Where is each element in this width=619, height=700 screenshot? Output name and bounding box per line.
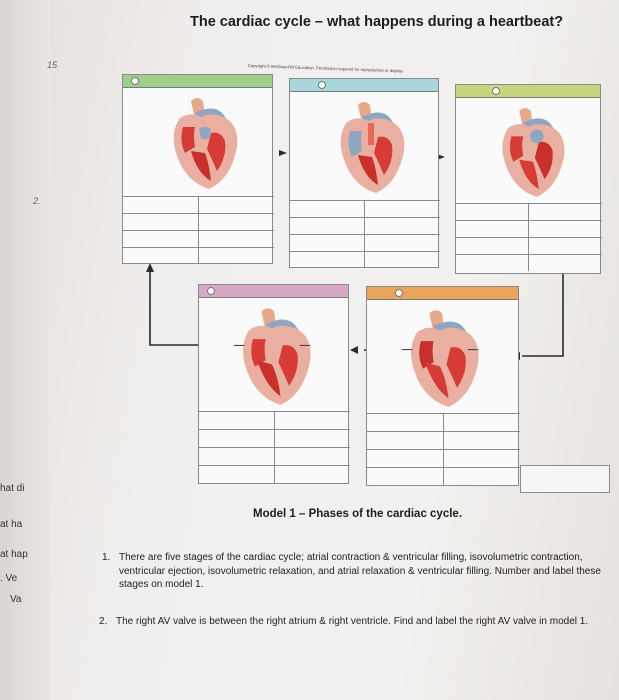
question-number: 2. — [99, 616, 108, 627]
heart-illustration — [173, 98, 238, 189]
edge-fragment: at hap — [0, 549, 28, 560]
model-caption: Model 1 – Phases of the cardiac cycle. — [253, 508, 463, 520]
question-text: There are five stages of the cardiac cyc… — [119, 552, 601, 590]
cardiac-phase-panel — [365, 286, 520, 486]
table-row[interactable] — [197, 430, 350, 448]
edge-fragment: hat di — [0, 483, 25, 494]
question-2: 2. The right AV valve is between the rig… — [99, 615, 610, 629]
table-row[interactable] — [454, 221, 602, 238]
step-marker — [131, 77, 139, 85]
cardiac-phase-panel — [121, 74, 274, 264]
edge-fragment: at ha — [0, 519, 23, 530]
heart-illustration — [340, 102, 405, 193]
question-1: 1. There are five stages of the cardiac … — [102, 551, 609, 592]
step-marker — [318, 81, 326, 89]
question-text: The right AV valve is between the right … — [116, 616, 589, 627]
table-row[interactable] — [365, 414, 520, 432]
table-row[interactable] — [366, 468, 520, 485]
panel-header — [123, 75, 272, 88]
table-row[interactable] — [197, 412, 350, 430]
panel-header — [367, 287, 518, 300]
table-row[interactable] — [454, 238, 602, 255]
page-title: The cardiac cycle – what happens during … — [190, 14, 564, 30]
table-row[interactable] — [365, 450, 520, 468]
table-row[interactable] — [197, 448, 350, 466]
table-row[interactable] — [121, 214, 274, 231]
label-table — [121, 196, 274, 264]
cardiac-phase-panel — [454, 84, 602, 274]
step-marker — [492, 87, 500, 95]
heart-illustration — [233, 308, 311, 405]
adjacent-page-edge: hat di at ha at hap . Ve Va — [0, 0, 50, 700]
label-table — [365, 413, 520, 485]
table-row[interactable] — [288, 235, 440, 252]
panel-header — [199, 285, 348, 298]
edge-fragment: . Ve — [0, 573, 18, 584]
question-number: 1. — [102, 552, 111, 563]
label-table — [454, 203, 602, 271]
heart-illustration — [401, 310, 479, 407]
table-row[interactable] — [288, 201, 440, 218]
panel-header — [290, 79, 438, 92]
step-marker — [395, 289, 403, 297]
label-table — [197, 411, 350, 483]
panel-header — [456, 85, 600, 98]
cardiac-phase-panel — [197, 284, 350, 484]
table-row[interactable] — [289, 252, 440, 268]
step-marker — [207, 287, 215, 295]
extra-label-box[interactable] — [520, 465, 610, 493]
margin-number: 15 — [47, 60, 58, 70]
heart-illustration — [502, 108, 565, 197]
label-table — [288, 200, 440, 268]
margin-number: 2. — [33, 196, 41, 206]
table-row[interactable] — [454, 204, 602, 221]
table-row[interactable] — [288, 218, 440, 235]
table-row[interactable] — [365, 432, 520, 450]
table-row[interactable] — [122, 248, 274, 264]
table-row[interactable] — [455, 255, 602, 271]
table-row[interactable] — [121, 231, 274, 248]
edge-fragment: Va — [10, 594, 22, 605]
table-row[interactable] — [198, 466, 350, 483]
cardiac-phase-panel — [288, 78, 440, 268]
table-row[interactable] — [121, 197, 274, 214]
